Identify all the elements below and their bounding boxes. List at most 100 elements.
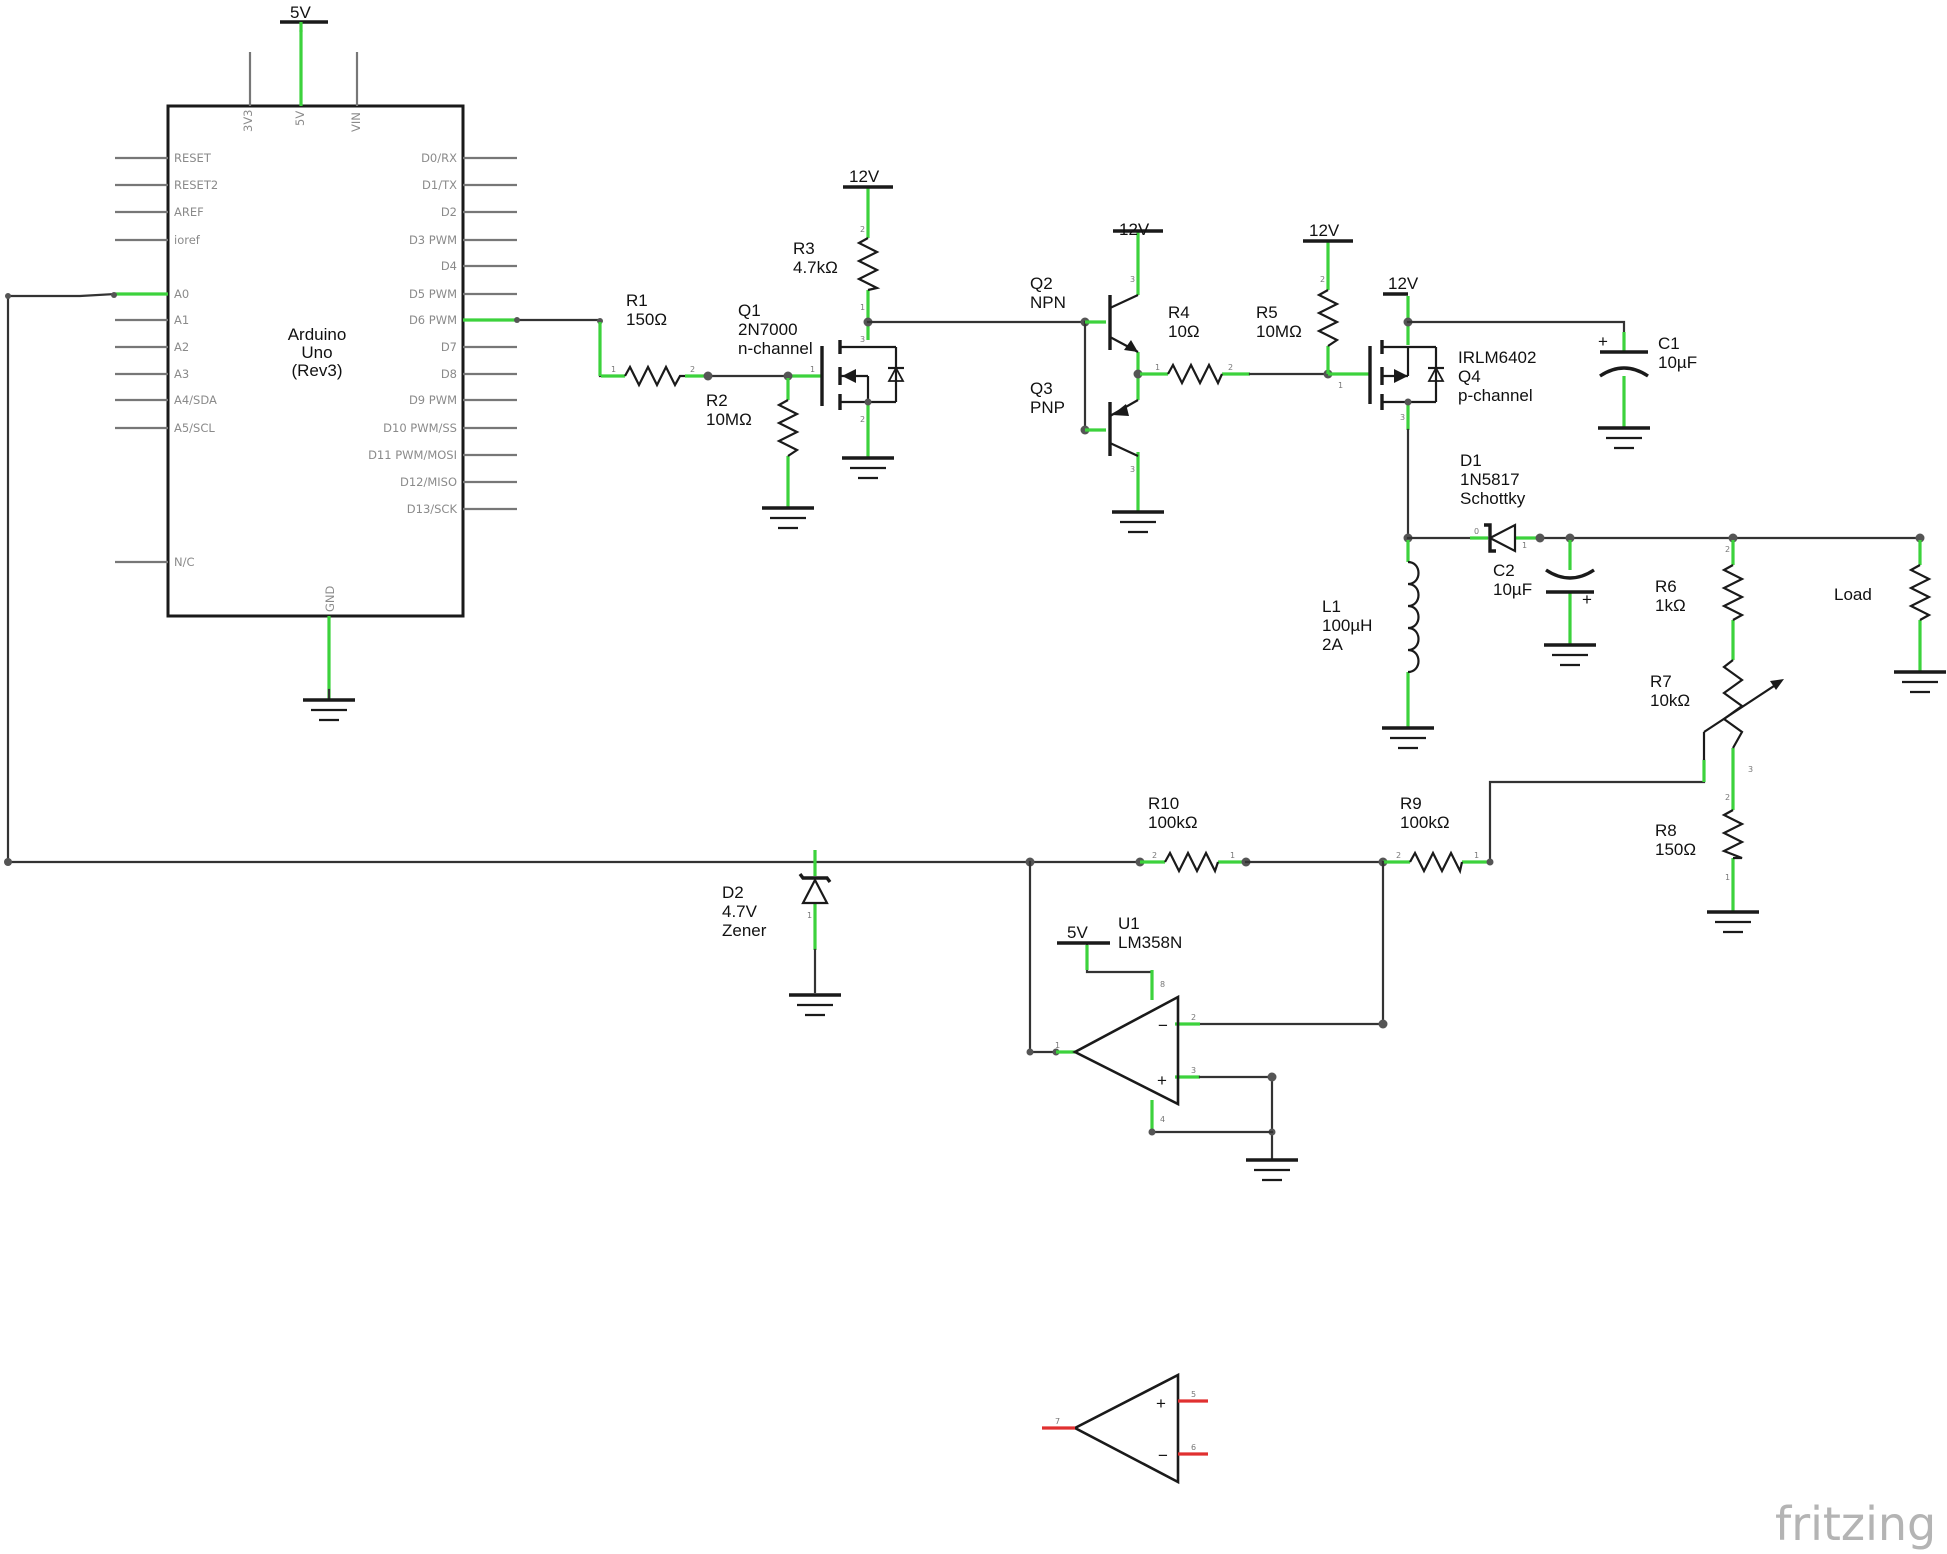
mosfet-q1: n-channel 2N7000 Q1 — [738, 301, 905, 480]
resistor-r10: R10 100kΩ — [1148, 794, 1220, 874]
r4-ref: R4 — [1168, 303, 1190, 322]
arduino-uno: 5V 3V3 5V VIN RESET RESET2 AREF ioref A0… — [115, 3, 517, 722]
q2-type: NPN — [1030, 293, 1066, 312]
r3-ref: R3 — [793, 239, 815, 258]
ground-symbol — [1246, 1158, 1298, 1182]
r8-value: 150Ω — [1655, 840, 1696, 859]
r1-ref: R1 — [626, 291, 648, 310]
q1-pin2: 2 — [860, 415, 865, 424]
resistor-r1: R1 150Ω 1 2 — [611, 291, 695, 388]
pin-label-d9: D9 PWM — [409, 393, 457, 407]
pin-label-reset2: RESET2 — [174, 178, 218, 192]
r1-pin1: 1 — [611, 365, 616, 374]
u1a-pin4: 4 — [1160, 1115, 1165, 1124]
d2-ref: D2 — [722, 883, 744, 902]
ground-symbol — [1112, 510, 1164, 534]
pin-label-d3: D3 PWM — [409, 233, 457, 247]
u1-5v-label: 5V — [1067, 923, 1088, 942]
zener-d2: D2 4.7V Zener — [722, 872, 841, 1017]
pin-label-3v3: 3V3 — [241, 109, 255, 132]
r10-pin1: 1 — [1230, 851, 1235, 860]
fritzing-watermark: fritzing — [1775, 1497, 1936, 1551]
c1-ref: C1 — [1658, 334, 1680, 353]
opamp-u1a: − + 5V U1 LM358N 8 2 3 4 1 — [1055, 914, 1298, 1182]
u1b-plus-sign: + — [1156, 1394, 1166, 1413]
r4-pin2: 2 — [1228, 363, 1233, 372]
pin-label-d0: D0/RX — [421, 151, 457, 165]
pin-label-reset: RESET — [174, 151, 212, 165]
pin-label-vin: VIN — [349, 112, 363, 132]
potentiometer-r7: R7 10kΩ 3 — [1650, 659, 1784, 774]
r7-ref: R7 — [1650, 672, 1672, 691]
u1b-pin6: 6 — [1191, 1443, 1196, 1452]
r9-value: 100kΩ — [1400, 813, 1450, 832]
r9-pin1: 1 — [1474, 851, 1479, 860]
ground-symbol — [1894, 670, 1946, 694]
r1-pin2: 2 — [690, 365, 695, 374]
pin-label-d7: D7 — [441, 340, 457, 354]
r5-pin2: 2 — [1320, 275, 1325, 284]
ground-symbol — [303, 698, 355, 722]
resistor-r3: 12V R3 4.7kΩ — [793, 167, 893, 292]
q4-type: p-channel — [1458, 386, 1533, 405]
load-label: Load — [1834, 585, 1872, 604]
pin-label-d2: D2 — [441, 205, 457, 219]
r5-12v-label: 12V — [1309, 221, 1340, 240]
wires — [4, 188, 1925, 1162]
pin-label-a5: A5/SCL — [174, 421, 215, 435]
d2-pin1: 1 — [807, 911, 812, 920]
d1-ref: D1 — [1460, 451, 1482, 470]
ground-symbol — [1382, 726, 1434, 750]
pin-label-d4: D4 — [441, 259, 457, 273]
q1-pin3: 3 — [860, 335, 865, 344]
pin-label-d11: D11 PWM/MOSI — [368, 448, 457, 462]
pin-label-d13: D13/SCK — [407, 502, 458, 516]
pin-label-d5: D5 PWM — [409, 287, 457, 301]
d1-pin1: 1 — [1522, 541, 1527, 550]
pin-label-ioref: ioref — [174, 233, 201, 247]
r2-ref: R2 — [706, 391, 728, 410]
r10-value: 100kΩ — [1148, 813, 1198, 832]
r9-ref: R9 — [1400, 794, 1422, 813]
mosfet-q4: 12V IRLM6402 Q4 p-channel — [1368, 274, 1536, 410]
pin-label-gnd: GND — [323, 585, 337, 612]
r8-pin1: 1 — [1725, 873, 1730, 882]
capacitor-c1: + C1 10µF — [1598, 332, 1697, 450]
arduino-title-line2: Uno — [301, 343, 332, 362]
u1a-minus-sign: − — [1158, 1016, 1168, 1035]
u1a-plus-sign: + — [1157, 1071, 1167, 1090]
transistor-q2: 12V Q2 NPN — [1030, 220, 1163, 353]
q1-pin1: 1 — [810, 365, 815, 374]
l1-ref: L1 — [1322, 597, 1341, 616]
c1-plus-sign: + — [1598, 332, 1608, 351]
ground-symbol — [1598, 426, 1650, 450]
q3-type: PNP — [1030, 398, 1065, 417]
u1a-pin1: 1 — [1055, 1041, 1060, 1050]
resistor-r5: 12V R5 10MΩ — [1256, 221, 1353, 347]
r6-pin2: 2 — [1725, 545, 1730, 554]
l1-rating: 2A — [1322, 635, 1343, 654]
r10-pin2: 2 — [1152, 851, 1157, 860]
q1-ref: Q1 — [738, 301, 761, 320]
r3-pin2: 2 — [860, 225, 865, 234]
c1-value: 10µF — [1658, 353, 1697, 372]
u1a-pin2: 2 — [1191, 1013, 1196, 1022]
c2-value: 10µF — [1493, 580, 1532, 599]
pin-label-a4: A4/SDA — [174, 393, 217, 407]
r5-pin1: 1 — [1338, 381, 1343, 390]
inductor-l1: L1 100µH 2A — [1322, 560, 1434, 750]
resistor-r2: R2 10MΩ — [706, 391, 814, 530]
pin-label-d8: D8 — [441, 367, 457, 381]
r4-pin1: 1 — [1155, 363, 1160, 372]
r2-value: 10MΩ — [706, 410, 752, 429]
arduino-title-line3: (Rev3) — [291, 361, 342, 380]
u1a-pin8: 8 — [1160, 980, 1165, 989]
r3-12v-label: 12V — [849, 167, 880, 186]
r10-ref: R10 — [1148, 794, 1179, 813]
q4-pin3: 3 — [1400, 413, 1405, 422]
q2-pin3: 3 — [1130, 275, 1135, 284]
r5-ref: R5 — [1256, 303, 1278, 322]
c2-plus-sign: + — [1582, 590, 1592, 609]
pin-label-nc: N/C — [174, 555, 195, 569]
q4-part: IRLM6402 — [1458, 348, 1536, 367]
